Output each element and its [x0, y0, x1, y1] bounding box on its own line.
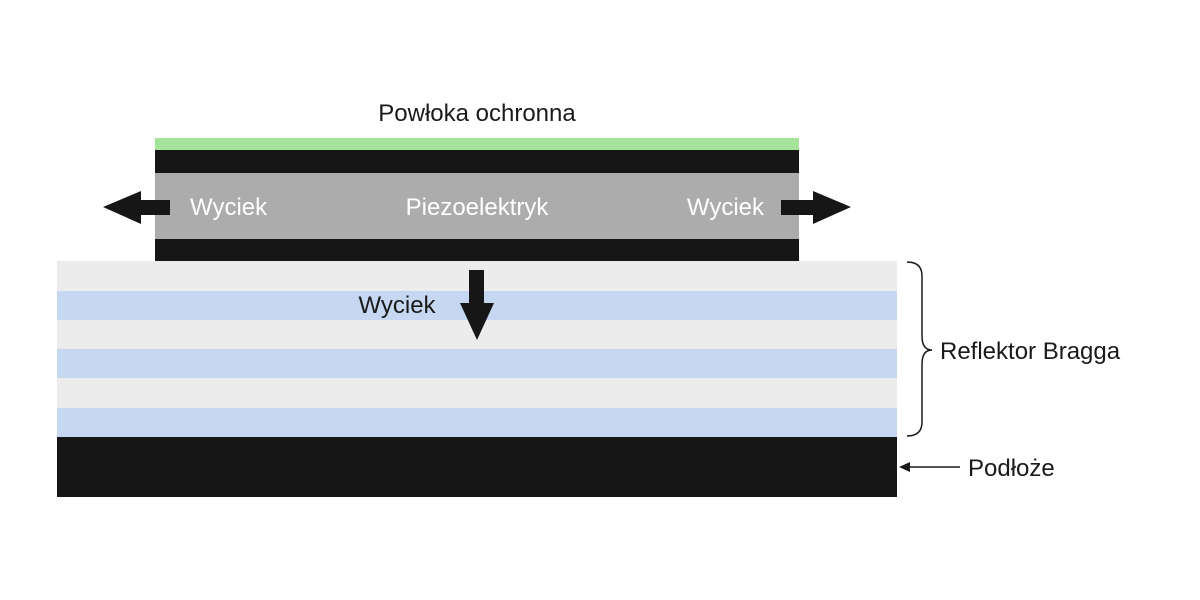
bragg-reflector-label: Reflektor Bragga — [940, 338, 1121, 365]
top-electrode — [155, 150, 799, 173]
reflector-layer-light-3 — [57, 378, 897, 408]
leak-down-label: Wyciek — [358, 292, 436, 319]
piezoelectric-layer — [155, 173, 799, 239]
arrow-left-icon — [103, 191, 170, 224]
reflector-layer-blue-2 — [57, 349, 897, 378]
arrow-right-icon — [781, 191, 851, 224]
resonator-stack — [155, 138, 799, 261]
substrate-layer — [57, 437, 897, 497]
arrow-down-icon — [460, 270, 494, 340]
arrow-left-pointer-icon — [899, 462, 960, 472]
protective-coating-layer — [155, 138, 799, 150]
leak-left-label: Wyciek — [190, 194, 268, 221]
protective-coating-label: Powłoka ochronna — [378, 100, 576, 127]
bragg-reflector-stack — [57, 261, 897, 437]
substrate-label: Podłoże — [968, 455, 1055, 482]
reflector-layer-blue-3 — [57, 408, 897, 437]
piezoelectric-label: Piezoelektryk — [406, 194, 550, 221]
bottom-electrode — [155, 239, 799, 261]
curly-brace-icon — [906, 261, 933, 437]
leak-right-label: Wyciek — [687, 194, 765, 221]
